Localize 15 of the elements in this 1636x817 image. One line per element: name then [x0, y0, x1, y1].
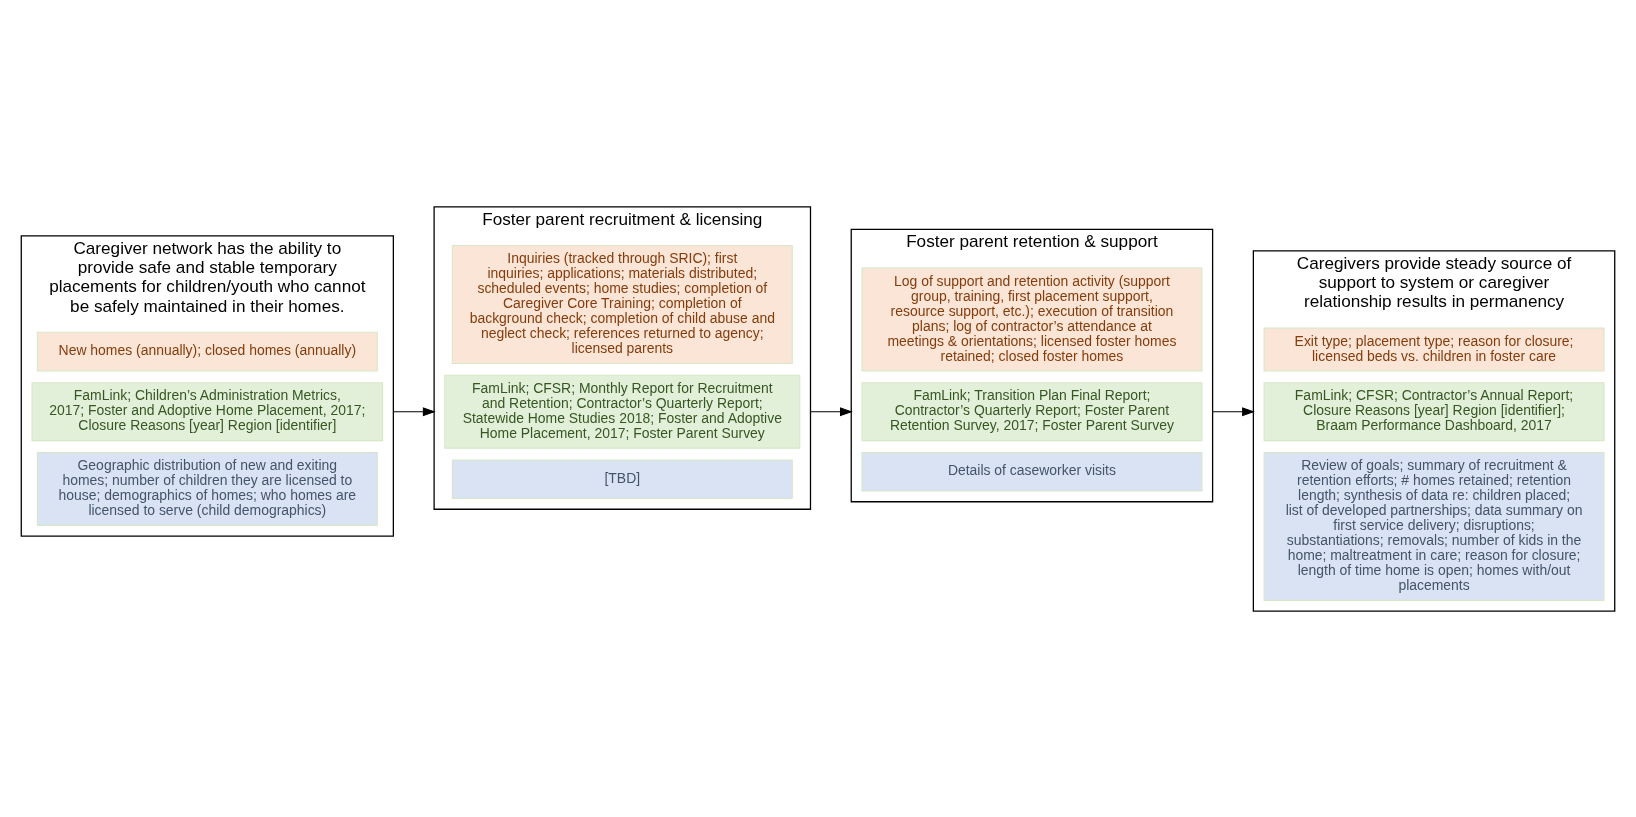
- node-box: FamLink; CFSR; Monthly Report for Recruitment and Retention; Contractor’s Quarterly Report; Statewide Home Studies 2018; Foster and Adoptive Home Placement, 2017; Foster Parent Survey: [444, 374, 801, 449]
- node-box: FamLink; Children’s Administration Metrics, 2017; Foster and Adoptive Home Placement, 2017; Closure Reasons [year] Region [identifier]: [31, 381, 384, 441]
- node-box: Log of support and retention activity (support group, training, first placement support, resource support, etc.); execution of transition plans; log of contractor’s attendance at meetings & orientations; licensed foster homes retained; closed foster homes: [861, 266, 1203, 371]
- node-box: Inquiries (tracked through SRIC); first inquiries; applications; materials distributed; scheduled events; home studies; completion of Caregiver Core Training; completion of background check; completion of child abuse and neglect check; references returned to agency; licensed parents: [451, 244, 793, 364]
- node-box: New homes (annually); closed homes (annually): [36, 331, 378, 371]
- arrow: [809, 406, 853, 416]
- node-box: Review of goals; summary of recruitment & retention efforts; # homes retained; retention length; synthesis of data re: children placed; list of developed partnerships; data summary on first service delivery; disruptions; substantiations; removals; number of kids in the home; maltreatment in care; reason for closure; length of time home is open; homes with/out placements: [1263, 451, 1605, 601]
- arrow: [1212, 406, 1255, 416]
- node-box: FamLink; Transition Plan Final Report; Contractor’s Quarterly Report; Foster Parent Retention Survey, 2017; Foster Parent Survey: [861, 381, 1203, 441]
- node-box: [TBD]: [451, 458, 793, 499]
- arrow: [392, 406, 436, 416]
- node-box: Geographic distribution of new and exiting homes; number of children they are licensed to house; demographics of homes; who homes are licensed to serve (child demographics): [36, 451, 378, 526]
- node-box: FamLink; CFSR; Contractor’s Annual Report; Closure Reasons [year] Region [identifier]; Braam Performance Dashboard, 2017: [1263, 381, 1605, 441]
- node-box: Exit type; placement type; reason for closure; licensed beds vs. children in foster care: [1263, 327, 1605, 371]
- node-box: Details of caseworker visits: [861, 451, 1203, 492]
